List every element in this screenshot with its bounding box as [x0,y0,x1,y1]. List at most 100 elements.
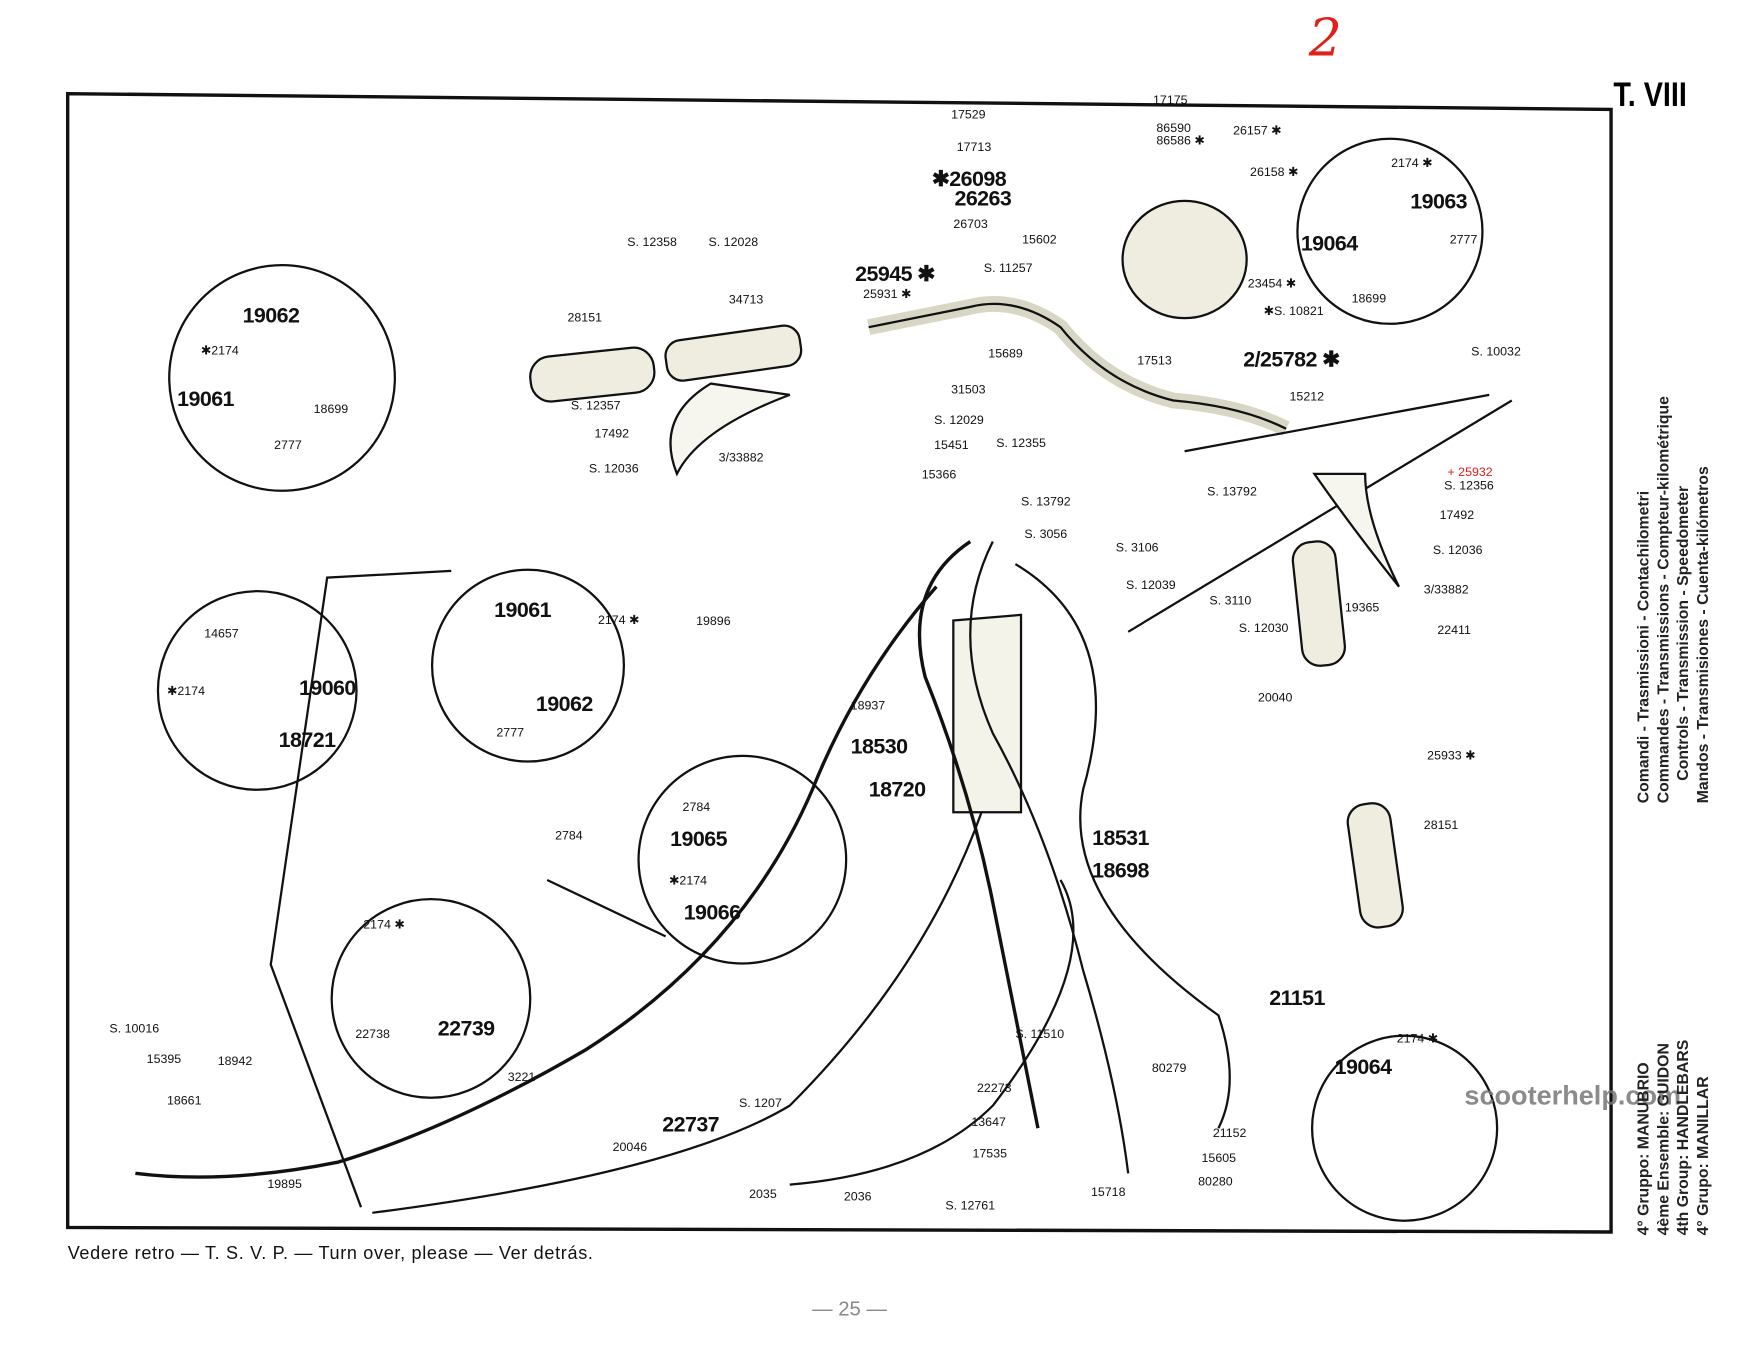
part-label: 80279 [1151,1061,1187,1076]
part-label: 15718 [1090,1185,1126,1200]
part-label: 2174 ✱ [597,613,640,628]
part-label: 17492 [594,427,630,442]
right-grip [1346,802,1404,929]
detail-circle-cable-end [156,590,358,791]
group-french: 4ème Ensemble: GUIDON [1653,1043,1672,1236]
handlebar-outline [867,296,1290,436]
part-label: 3/33882 [1423,583,1469,597]
part-label: 18531 [1092,826,1149,851]
part-label: 15689 [988,347,1023,362]
part-label: 22739 [437,1017,495,1042]
part-label: 2035 [749,1187,777,1202]
detail-circle-lower-right [1310,1034,1499,1222]
detail-circle-left-grip [168,263,396,492]
part-label: 18661 [166,1094,202,1108]
part-label: 17492 [1439,508,1475,523]
detail-circle-cable-nipple [637,754,848,965]
lever-right [1312,472,1400,588]
part-label: S. 3056 [1024,527,1068,542]
steering-column [952,613,1023,814]
part-label: 19365 [1344,601,1380,615]
turn-over-note: Vedere retro — T. S. V. P. — Turn over, … [67,1244,594,1264]
part-label: 15602 [1022,233,1057,248]
part-label: 34713 [728,293,764,307]
part-label: 22738 [355,1027,390,1042]
part-label: 28151 [1423,819,1459,833]
part-label: 22273 [977,1081,1012,1096]
part-label: S. 3110 [1209,594,1252,609]
part-label: 19060 [298,676,356,701]
part-label: 21152 [1212,1127,1247,1141]
group-italian: 4° Gruppo: MANUBRIO [1633,1062,1652,1236]
part-label: 15366 [921,468,957,482]
part-label: S. 11257 [983,261,1033,276]
part-label: 20046 [612,1140,648,1155]
part-label: 18699 [313,402,349,417]
part-label: + 25932 [1447,465,1493,480]
part-label: S. 10032 [1471,345,1521,359]
part-label: 2174 ✱ [363,918,405,932]
part-label: 14657 [204,627,239,641]
part-label: 26157 ✱ [1233,124,1282,138]
part-label: 22737 [662,1113,720,1138]
part-label: 2777 [274,438,302,453]
part-label: 19062 [242,304,300,329]
part-label: ✱2174 [200,344,239,358]
part-label: 25931 ✱ [863,287,912,302]
section-captions: Comandi - Trasmissioni - Contachilometri… [1634,396,1713,803]
group-english: 4th Group: HANDLEBARS [1673,1039,1692,1236]
part-label: ✱2174 [669,874,708,888]
part-label: ✱26098 [931,168,1007,192]
part-label: 2784 [555,829,583,843]
part-label: 26263 [954,187,1012,211]
part-label: 2777 [1449,233,1478,248]
part-label: 18720 [868,778,926,803]
caption-spanish: Mandos - Transmisiones - Cuenta-kilómetr… [1692,466,1711,804]
part-label: 13647 [971,1115,1006,1130]
part-label: ✱S. 10821 [1263,304,1324,319]
part-label: 19064 [1334,1055,1392,1080]
part-label: S. 12028 [708,235,759,250]
part-label: 17535 [972,1147,1008,1161]
part-label: 2174 ✱ [1396,1032,1439,1046]
part-label: S. 10016 [109,1022,160,1036]
part-label: 3221 [507,1070,536,1085]
part-label: 86586 ✱ [1156,134,1205,148]
part-label: S. 12036 [588,462,639,477]
group-captions: 4° Gruppo: MANUBRIO 4ème Ensemble: GUIDO… [1634,1040,1713,1236]
part-label: S. 12356 [1444,479,1494,494]
handwritten-annotation: 2 [1308,6,1342,68]
part-label: 2777 [496,726,525,741]
cable-bundle [917,540,1040,1129]
watermark: scooterhelp.com [1464,1080,1682,1112]
part-label: S. 12029 [934,414,984,428]
part-label: 15605 [1201,1151,1237,1166]
part-label: 18698 [1092,859,1149,884]
detail-circle-throttle-cable [330,898,532,1099]
part-label: 19062 [535,692,593,717]
part-label: 19063 [1410,190,1468,215]
detail-circle-cable-adjuster [430,568,626,763]
part-label: S. 3106 [1115,541,1159,556]
part-label: 18721 [278,728,336,753]
part-label: 25933 ✱ [1427,749,1476,763]
part-label: S. 13792 [1207,485,1257,499]
part-label: S. 12357 [570,399,621,413]
part-label: 2/25782 ✱ [1243,348,1340,373]
part-label: 18699 [1351,292,1387,306]
speedometer-housing [1121,199,1248,320]
diagram-frame [65,91,1613,1234]
part-label: 17713 [956,141,992,155]
part-label: S. 12036 [1432,543,1483,558]
part-label: 2784 [682,801,711,815]
right-grip-upper [1291,540,1347,667]
part-label: 18937 [850,699,886,714]
detail-circle-right-grip [1296,137,1484,325]
part-label: 21151 [1269,987,1325,1011]
part-label: 26703 [953,217,988,232]
part-label: S. 1207 [738,1096,782,1111]
part-label: 23454 ✱ [1247,277,1297,292]
part-label: ✱2174 [166,684,205,699]
